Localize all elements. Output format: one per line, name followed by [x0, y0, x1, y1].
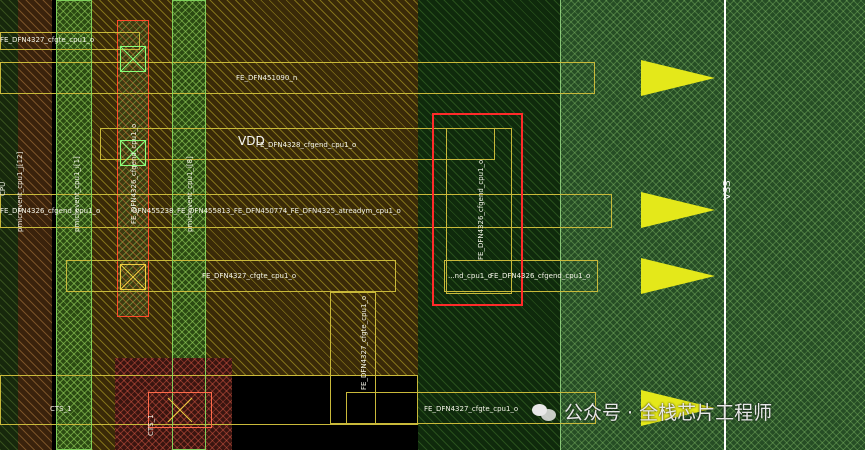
- pin-3[interactable]: [641, 258, 715, 294]
- wechat-icon: [532, 402, 556, 422]
- black-gap: [232, 375, 418, 450]
- wire-row-277[interactable]: [66, 260, 396, 292]
- vlabel-v6: FE_DFN4326_cfgend_cpu1_o: [477, 159, 485, 260]
- vlabel-v4: FE_DFN4326_cfgend_cpu1_o: [130, 123, 138, 224]
- pin-4[interactable]: [641, 390, 715, 426]
- vss-rail[interactable]: [724, 0, 726, 450]
- via-3[interactable]: [120, 264, 146, 290]
- pin-1[interactable]: [641, 60, 715, 96]
- via-2[interactable]: [120, 140, 146, 166]
- wire-top[interactable]: [0, 32, 140, 50]
- vlabel-cts: CTS_1: [147, 414, 155, 436]
- net-label-row-277-c: FE_DFN4326_cfgend_cpu1_o: [490, 272, 591, 280]
- wire-fe-dfn451090[interactable]: [0, 62, 595, 94]
- net-label-top-left: FE_DFN4327_cfgte_cpu1_o: [0, 36, 95, 44]
- wire-long-row[interactable]: [0, 194, 612, 228]
- net-label-fe-dfn4328: FE_DFN4328_cfgend_cpu1_o: [256, 141, 357, 149]
- watermark-text: 公众号 · 全栈芯片工程师: [564, 402, 773, 424]
- net-label-bottom-row: FE_DFN4327_cfgte_cpu1_o: [424, 405, 519, 413]
- selection-highlight[interactable]: [432, 113, 523, 306]
- net-label-long-row: OFN455238_FE_DFN455813_FE_DFN450774_FE_D…: [132, 207, 401, 215]
- cell-region-left-green: [0, 0, 18, 450]
- wire-bottom-row[interactable]: [346, 392, 596, 424]
- pin-2[interactable]: [641, 192, 715, 228]
- watermark: 公众号 · 全栈芯片工程师: [532, 398, 772, 425]
- wire-fe-dfn4328[interactable]: [100, 128, 495, 160]
- wire-inner-box[interactable]: [446, 128, 512, 294]
- vss-label: VSS: [722, 180, 733, 200]
- vlabel-v3: pmicrevent_cpu1_i[8]: [186, 156, 194, 232]
- vdd-label: VDD: [238, 134, 265, 148]
- net-label-row-277-a: FE_DFN4327_cfgte_cpu1_o: [202, 272, 297, 280]
- via-1[interactable]: [120, 46, 146, 72]
- via-cts[interactable]: [148, 392, 212, 428]
- vlabel-v7: CPU: [0, 181, 7, 196]
- net-label-fe-dfn451090: FE_DFN451090_n: [236, 74, 298, 82]
- vlabel-v5: FE_DFN4327_cfgte_cpu1_o: [360, 295, 368, 390]
- net-label-left-row: FE_DFN4326_cfgend_cpu1_o: [0, 207, 101, 215]
- vlabel-v1: pmicrevent_cpu1_j[12]: [16, 151, 24, 232]
- boundary-line: [560, 0, 561, 450]
- vlabel-v2: pmicrevent_cpu1_i[1]: [73, 156, 81, 232]
- net-label-row-277-b: ...nd_cpu1_o: [448, 272, 493, 280]
- cell-region-center: [418, 0, 560, 450]
- net-label-cts: CTS_1: [50, 405, 72, 413]
